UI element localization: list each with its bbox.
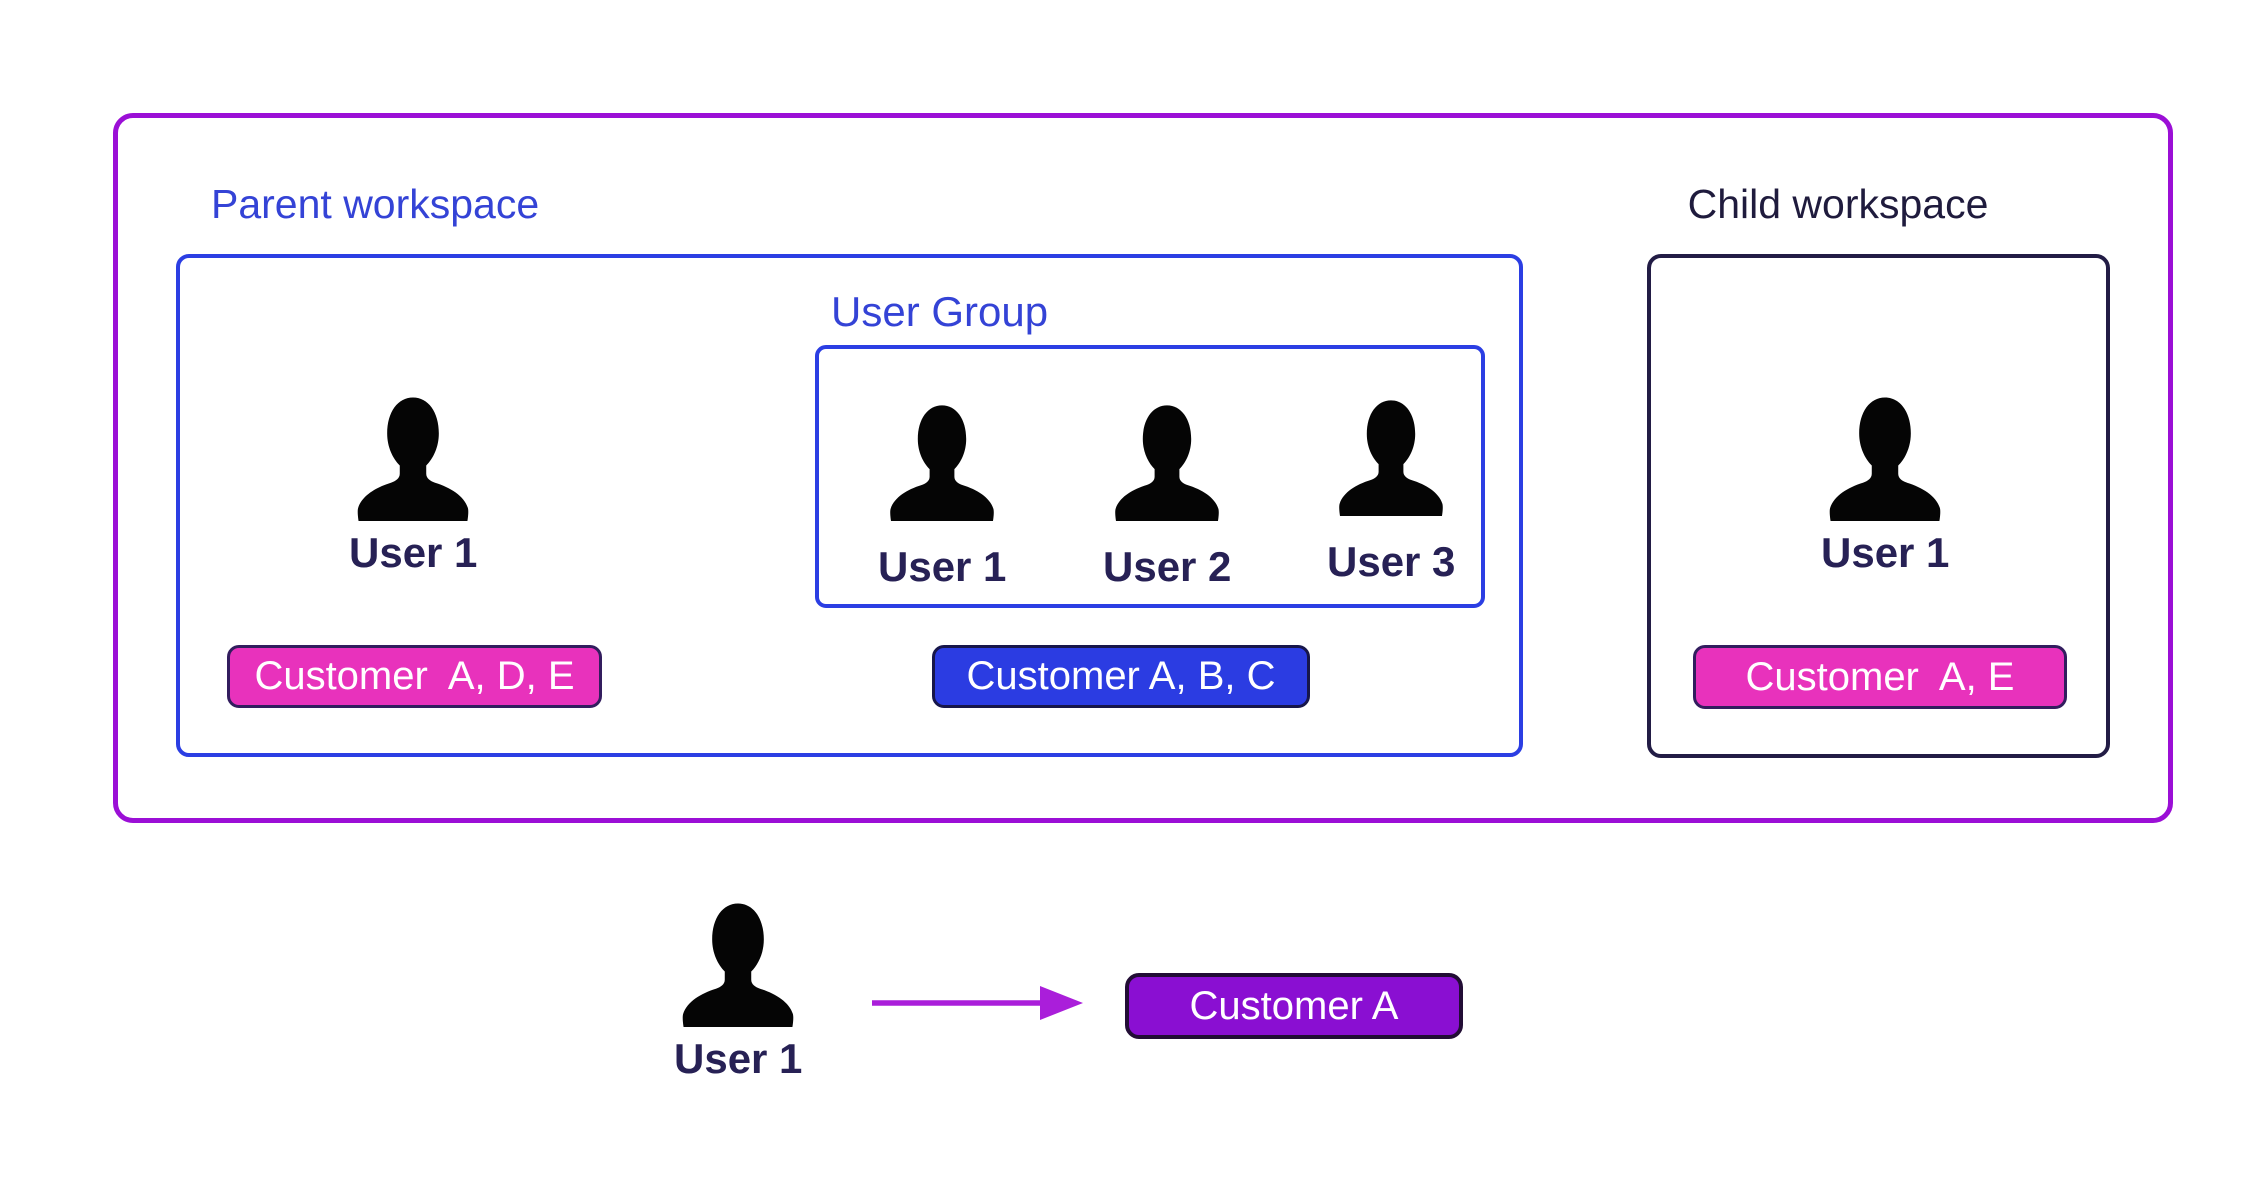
group-user-3: User 3 [1327,398,1455,586]
user-name-label: User 1 [878,543,1007,590]
user-name-label: User 1 [349,529,478,576]
child-workspace-label: Child workspace [1687,181,1989,227]
user-name-label: User 1 [674,1035,803,1082]
standalone-user: User 1 [674,901,802,1083]
user-icon [1822,395,1948,521]
user-group-box [815,345,1485,608]
customer-badge-child-user: Customer A, E [1693,645,2067,709]
parent-workspace-box [113,113,2173,823]
customer-badge-parent-user: Customer A, D, E [227,645,602,708]
group-user-2: User 2 [1103,403,1231,591]
group-user-1: User 1 [878,403,1006,591]
child-workspace-box [1647,254,2110,758]
user-name-label: User 2 [1103,543,1232,590]
user-icon [1332,398,1450,516]
customer-badge-user-group: Customer A, B, C [932,645,1310,708]
user-icon [675,901,801,1027]
parent-direct-user: User 1 [349,395,477,577]
user-icon [883,403,1001,521]
parent-members-box [176,254,1523,757]
user-icon [1108,403,1226,521]
parent-workspace-label: Parent workspace [211,181,540,227]
user-name-label: User 1 [1821,529,1950,576]
child-user: User 1 [1821,395,1949,577]
user-name-label: User 3 [1327,538,1456,585]
user-group-label: User Group [831,288,1049,335]
assignment-arrow-icon [870,981,1085,1025]
customer-badge-standalone: Customer A [1125,973,1463,1039]
user-icon [350,395,476,521]
